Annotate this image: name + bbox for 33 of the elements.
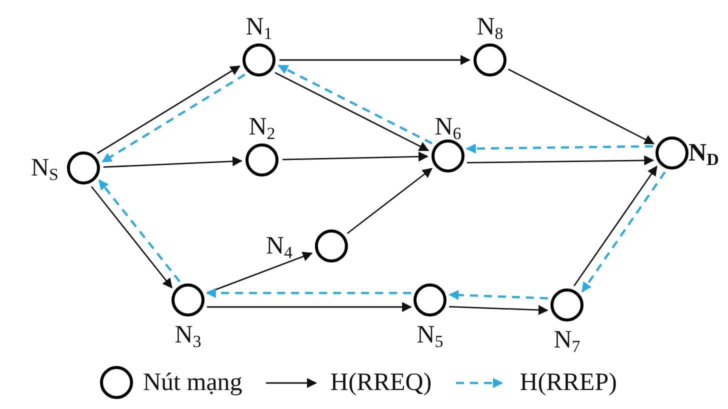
arrow <box>508 68 655 144</box>
arrow <box>346 168 433 234</box>
legend-text: H(RREQ) <box>330 370 432 395</box>
arrow <box>282 152 428 162</box>
dashed-arrow <box>448 290 548 300</box>
node-label: N$_{5}$ <box>416 322 444 348</box>
node-label: N$_{3}$ <box>174 322 202 348</box>
arrow <box>280 55 470 65</box>
node-label: N$_{4}$ <box>266 234 292 258</box>
arrow <box>574 166 658 286</box>
dashed-arrow <box>466 144 654 154</box>
dashed-arrow <box>206 288 412 298</box>
arrow <box>467 155 654 166</box>
arrow <box>449 304 548 315</box>
arrow <box>206 302 412 312</box>
node-label: N$_{7}$ <box>554 328 580 352</box>
node-label: N$_{6}$ <box>434 114 462 140</box>
node-label: N$_{D}$ <box>688 140 719 166</box>
dashed-arrow <box>102 74 246 163</box>
node-label: N$_{1}$ <box>246 14 272 40</box>
node-label: N$_{S}$ <box>30 156 58 180</box>
dashed-arrow <box>98 180 180 282</box>
node-label: N$_{2}$ <box>248 114 276 140</box>
dashed-arrow <box>581 171 666 292</box>
arrow <box>206 252 313 294</box>
arrow <box>90 186 172 288</box>
arrow <box>103 156 242 168</box>
arrow <box>274 72 430 152</box>
arrow <box>96 66 240 154</box>
node-label: N$_{8}$ <box>476 14 504 40</box>
legend-text: Nút mạng <box>143 370 242 395</box>
legend-text: H(RREP) <box>520 370 617 395</box>
dashed-arrow <box>278 64 432 144</box>
